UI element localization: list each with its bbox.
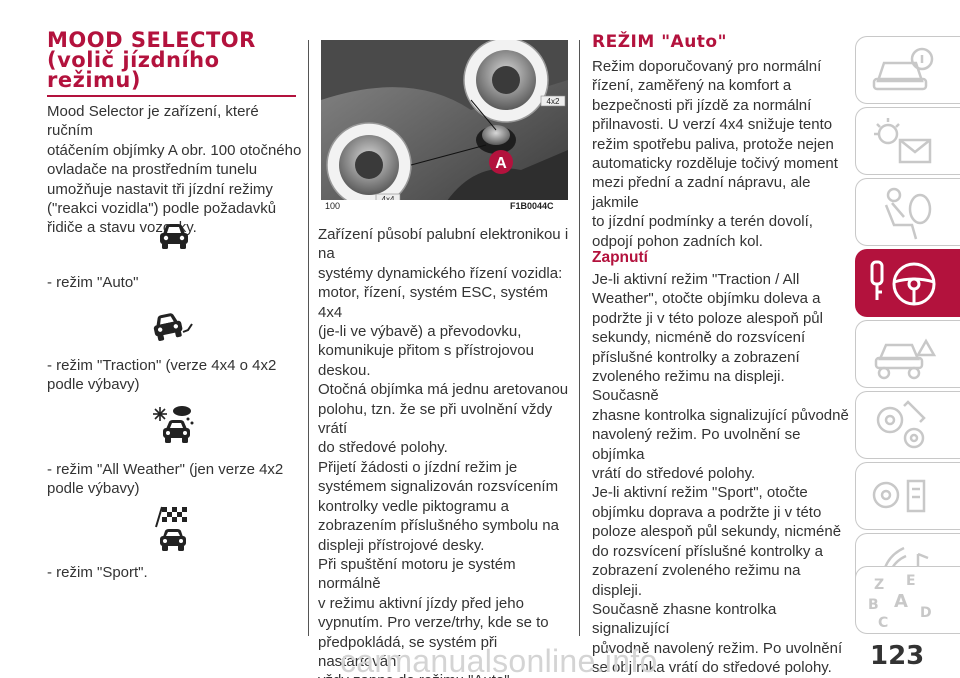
svg-text:C: C <box>878 615 888 631</box>
activation-body: Je-li aktivní režim "Traction / All Weat… <box>592 271 849 677</box>
watermark: carmanualsonline.info <box>340 643 658 678</box>
figure-code: F1B0044C <box>510 201 554 211</box>
car-icon <box>160 224 188 249</box>
column-divider-1 <box>308 40 309 636</box>
tab-starting-driving[interactable] <box>855 249 960 317</box>
title-underline <box>47 95 296 97</box>
all-weather-car-icon <box>153 406 194 443</box>
mode-all-weather-label: - režim "All Weather" (jen verze 4x2 pod… <box>47 461 284 498</box>
tab-car-info[interactable] <box>855 36 960 104</box>
callout-a: A <box>495 155 507 172</box>
maintenance-gears-icon <box>876 400 926 449</box>
svg-text:Z: Z <box>874 577 884 593</box>
mode-auto-label: - režim "Auto" <box>47 274 139 291</box>
tab-technical-data[interactable] <box>855 462 960 530</box>
badge-4x4: 4x4 <box>382 195 395 204</box>
key-steering-wheel-icon <box>870 260 936 306</box>
emergency-car-icon <box>874 338 937 380</box>
intro-paragraph: Mood Selector je zařízení, které ručním … <box>47 103 302 237</box>
middle-body-paragraph: Zařízení působí palubní elektronikou i n… <box>318 226 569 678</box>
svg-text:E: E <box>906 573 916 589</box>
figure-photo: 4x2 4x4 A <box>321 40 568 210</box>
auto-mode-description: Režim doporučovaný pro normální řízení, … <box>592 58 838 250</box>
mode-traction-label: - režim "Traction" (verze 4x4 o 4x2 podl… <box>47 357 277 394</box>
svg-text:A: A <box>894 591 908 612</box>
tab-warning-lights[interactable] <box>855 107 960 175</box>
svg-text:B: B <box>868 597 879 613</box>
warning-lights-envelope-icon <box>874 118 932 164</box>
mood-selector-photo: 4x2 4x4 A <box>321 40 568 210</box>
traction-car-icon <box>153 313 193 341</box>
activation-subtitle: Zapnutí <box>592 249 648 266</box>
auto-mode-title: REŽIM "Auto" <box>592 32 727 52</box>
page-number: 123 <box>870 641 925 671</box>
badge-4x2: 4x2 <box>547 97 560 106</box>
figure-footer <box>321 200 568 214</box>
tab-emergency[interactable] <box>855 320 960 388</box>
seat-airbag-icon <box>884 187 932 240</box>
technical-data-icon <box>872 479 926 513</box>
section-title: MOOD SELECTOR (volič jízdního režimu) <box>47 28 256 92</box>
column-divider-2 <box>579 40 580 636</box>
car-info-icon <box>872 47 934 91</box>
mode-sport-label: - režim "Sport". <box>47 564 148 581</box>
tab-safety[interactable] <box>855 178 960 246</box>
figure-number: 100 <box>325 201 341 211</box>
tab-maintenance[interactable] <box>855 391 960 459</box>
svg-text:D: D <box>920 605 932 621</box>
sport-flag-car-icon <box>155 506 187 551</box>
